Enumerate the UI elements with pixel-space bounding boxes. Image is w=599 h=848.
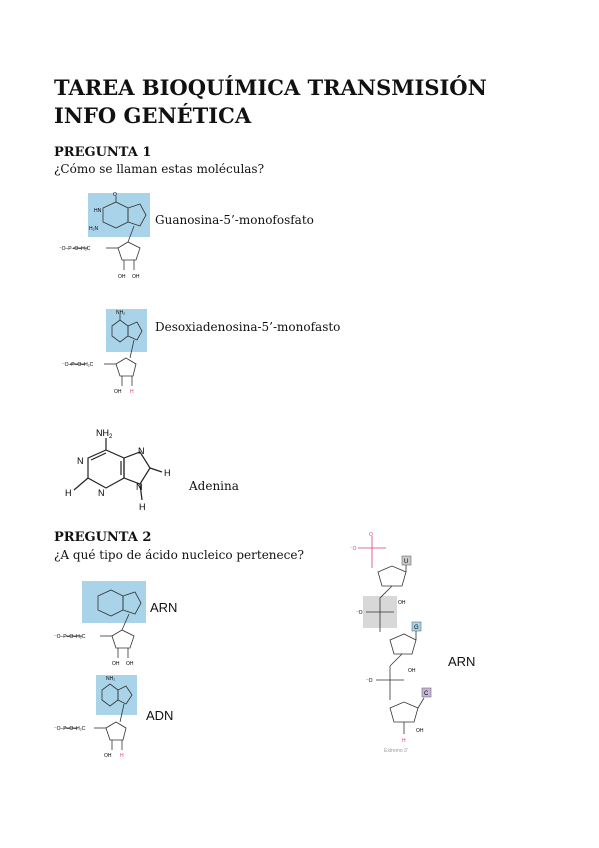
gmp-phosphate-label: ⁻O–P–O–H₂C — [59, 246, 91, 252]
question-1-text: ¿Cómo se llaman estas moléculas? — [54, 162, 265, 176]
gmp-oh-2: OH — [132, 274, 140, 280]
rna-base-g-box — [411, 621, 422, 632]
answer-1-3: Adenina — [189, 479, 239, 493]
q2-gmp-oh-2: OH — [126, 661, 134, 667]
gmp-hn-label: HN — [94, 208, 102, 214]
rna-oh-1: OH — [398, 600, 406, 606]
gmp-structure: O HN H₂N ⁻O–P–O–H₂C OH OH — [59, 192, 150, 280]
rna-oh-3: OH — [416, 728, 424, 734]
answer-2-3: ARN — [448, 654, 476, 669]
rna-h-end: H — [402, 738, 406, 744]
adenine-h8-label: H — [164, 468, 171, 478]
rna-strand-structure: O ⁻O U G C OH OH OH ⁻O ⁻O H Extremo 3’ — [350, 532, 432, 754]
rna-o-minus-mid: ⁻O — [356, 610, 363, 616]
adenine-n3-label: N — [98, 488, 105, 498]
rna-base-u: U — [404, 559, 408, 565]
rna-o-top: O — [369, 532, 373, 538]
answer-2-1: ARN — [150, 600, 178, 615]
q2-gmp-structure: ⁻O–P–O–H₂C OH OH — [54, 581, 146, 667]
adenine-structure: NH2 N N N N H H H — [65, 428, 171, 512]
rna-base-c: C — [424, 691, 429, 697]
question-2-heading: PREGUNTA 2 — [54, 530, 152, 545]
adenine-h9-label: H — [139, 502, 146, 512]
q2-damp-h: H — [120, 753, 124, 759]
rna-base-u-box — [401, 555, 412, 566]
q2-damp-oh: OH — [104, 753, 112, 759]
q2-damp-structure: NH₂ ⁻O–P–O–H₂C OH H — [54, 675, 137, 759]
rna-o-minus-low: ⁻O — [366, 678, 373, 684]
q2-damp-nh2: NH₂ — [106, 676, 115, 682]
answer-1-1: Guanosina-5’-monofosfato — [155, 213, 314, 227]
question-1-heading: PREGUNTA 1 — [54, 145, 152, 160]
damp-phosphate-label: ⁻O–P–O–H₂C — [62, 362, 94, 368]
damp-nh2-label: NH₂ — [116, 310, 125, 316]
document-title: TAREA BIOQUÍMICA TRANSMISIÓN INFO GENÉTI… — [54, 75, 487, 128]
q2-gmp-oh-1: OH — [112, 661, 120, 667]
gmp-o-label: O — [113, 192, 117, 198]
question-2-text: ¿A qué tipo de ácido nucleico pertenece? — [54, 548, 304, 562]
answer-1-2: Desoxiadenosina-5’-monofasto — [155, 320, 341, 334]
rna-oh-2: OH — [408, 668, 416, 674]
adenine-n7-label: N — [138, 446, 145, 456]
q2-damp-phosphate: ⁻O–P–O–H₂C — [54, 726, 86, 732]
gmp-oh-1: OH — [118, 274, 126, 280]
q2-gmp-phosphate: ⁻O–P–O–H₂C — [54, 634, 86, 640]
damp-structure: NH₂ ⁻O–P–O–H₂C OH H — [62, 309, 147, 395]
adenine-n1-label: N — [77, 456, 84, 466]
answer-2-2: ADN — [146, 708, 174, 723]
rna-base-g: G — [414, 625, 419, 631]
adenine-n9-label: N — [136, 482, 143, 492]
rna-base-c-box — [421, 687, 432, 698]
adenine-nh2-label: NH2 — [96, 428, 113, 440]
damp-oh-label: OH — [114, 389, 122, 395]
damp-h-label: H — [130, 389, 134, 395]
gmp-h2n-label: H₂N — [89, 226, 99, 232]
rna-o-minus-top: ⁻O — [350, 546, 357, 552]
adenine-h2-label: H — [65, 488, 72, 498]
rna-extremo-label: Extremo 3’ — [384, 748, 408, 754]
